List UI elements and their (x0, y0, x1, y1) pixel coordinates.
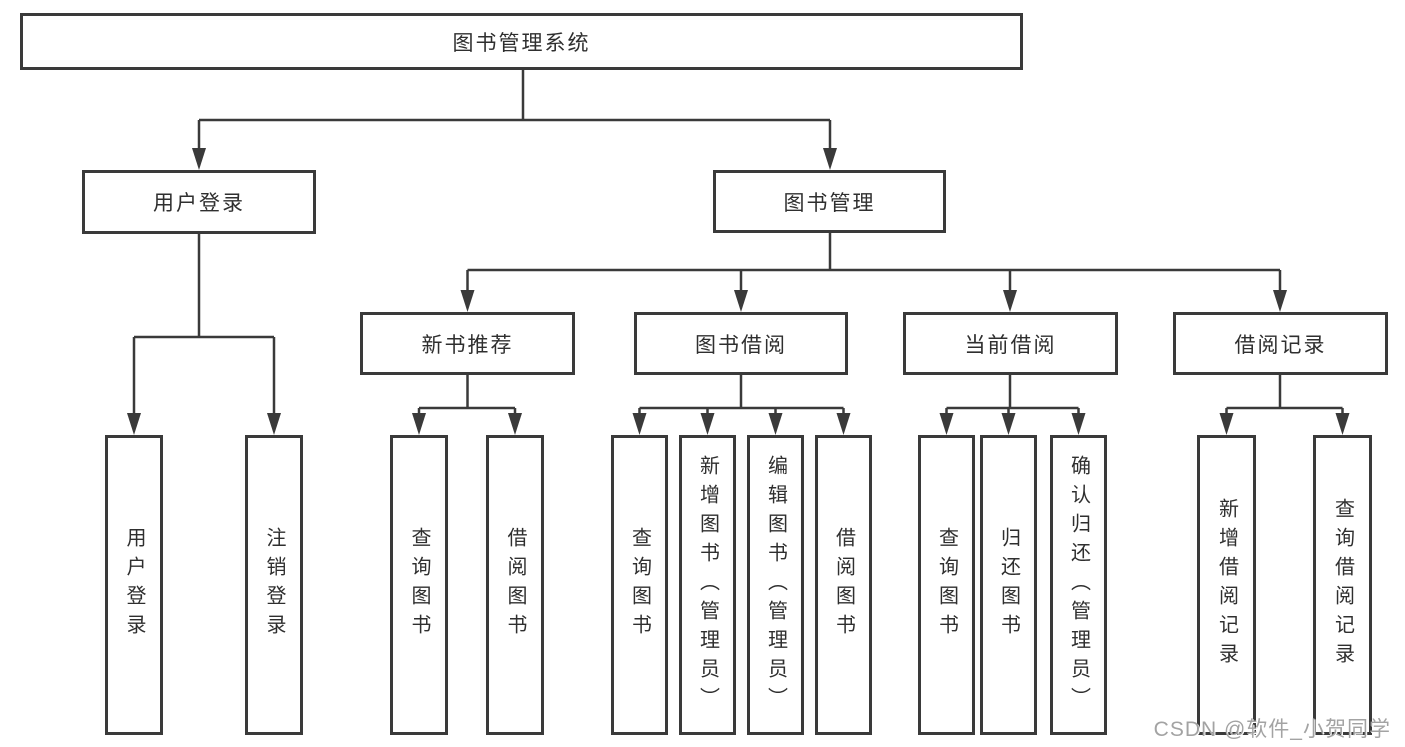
leaf-query-books-current: 查询图书 (918, 435, 975, 735)
node-root: 图书管理系统 (20, 13, 1023, 70)
csdn-watermark: CSDN @软件_小贺同学 (1153, 718, 1391, 741)
node-current-borrowing: 当前借阅 (903, 312, 1118, 375)
node-book-management: 图书管理 (713, 170, 946, 233)
node-book-borrowing: 图书借阅 (634, 312, 848, 375)
leaf-borrow-books-recommend: 借阅图书 (486, 435, 544, 735)
leaf-confirm-return-admin: 确认归还（管理员） (1050, 435, 1107, 735)
leaf-add-books-admin: 新增图书（管理员） (679, 435, 736, 735)
node-user-login: 用户登录 (82, 170, 316, 234)
node-new-book-recommendation: 新书推荐 (360, 312, 575, 375)
leaf-user-login: 用户登录 (105, 435, 163, 735)
leaf-query-books-recommend: 查询图书 (390, 435, 448, 735)
leaf-logout: 注销登录 (245, 435, 303, 735)
node-borrowing-records: 借阅记录 (1173, 312, 1388, 375)
leaf-query-borrow-record: 查询借阅记录 (1313, 435, 1372, 735)
leaf-query-books-borrowing: 查询图书 (611, 435, 668, 735)
leaf-borrow-books: 借阅图书 (815, 435, 872, 735)
leaf-add-borrow-record: 新增借阅记录 (1197, 435, 1256, 735)
leaf-return-books: 归还图书 (980, 435, 1037, 735)
leaf-edit-books-admin: 编辑图书（管理员） (747, 435, 804, 735)
